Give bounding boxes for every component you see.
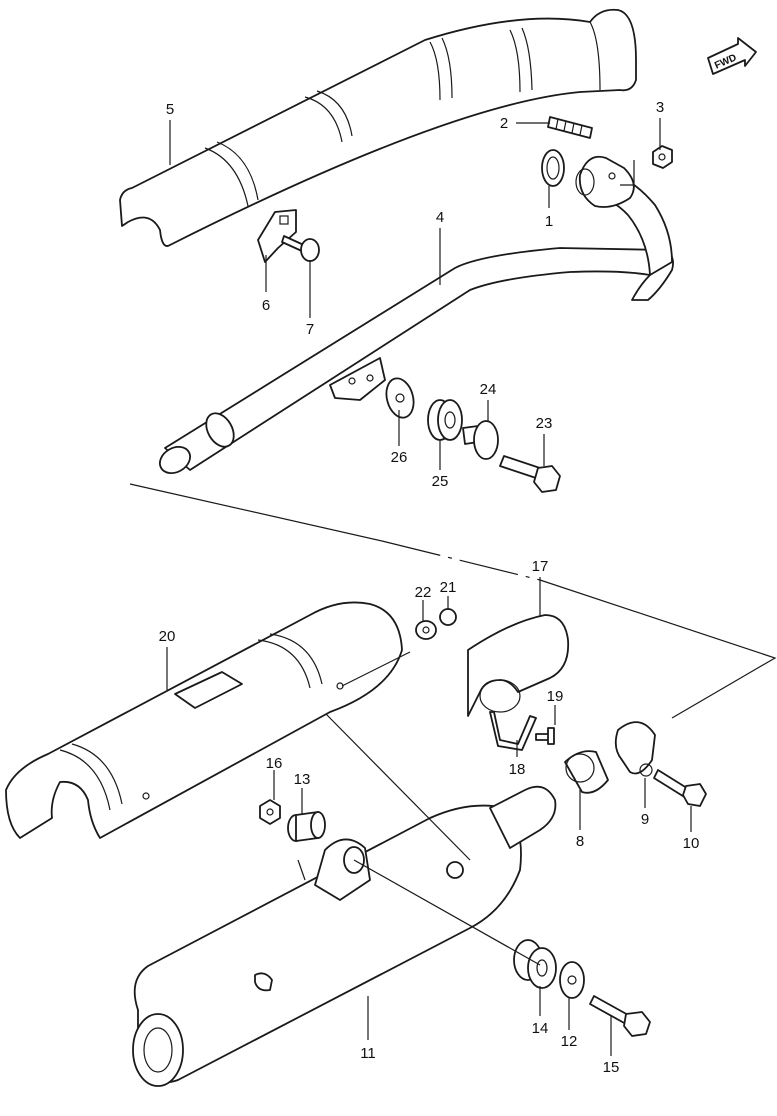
label-part-16: 16 bbox=[266, 755, 283, 772]
bolt-part-23 bbox=[499, 455, 561, 493]
leader-lines bbox=[166, 118, 692, 1056]
washer-part-26 bbox=[385, 377, 415, 419]
assembly-guide-lines bbox=[129, 483, 777, 719]
label-part-5: 5 bbox=[166, 101, 174, 118]
cover-part-17 bbox=[467, 614, 570, 717]
label-part-13: 13 bbox=[294, 771, 311, 788]
heat-shield-lower bbox=[5, 601, 411, 839]
label-part-6: 6 bbox=[262, 297, 270, 314]
screw-part-21 bbox=[439, 608, 457, 626]
label-part-18: 18 bbox=[509, 761, 526, 778]
grommet-part-14 bbox=[513, 939, 557, 989]
label-part-20: 20 bbox=[159, 628, 176, 645]
label-part-2: 2 bbox=[500, 115, 508, 132]
label-part-23: 23 bbox=[536, 415, 553, 432]
label-part-24: 24 bbox=[480, 381, 497, 398]
label-part-19: 19 bbox=[547, 688, 564, 705]
nut-part-3 bbox=[652, 145, 673, 169]
heat-shield-upper bbox=[119, 8, 637, 247]
label-part-25: 25 bbox=[432, 473, 449, 490]
label-part-15: 15 bbox=[603, 1059, 620, 1076]
label-part-7: 7 bbox=[306, 321, 314, 338]
gasket-part-1 bbox=[541, 149, 565, 187]
label-part-12: 12 bbox=[561, 1033, 578, 1050]
collar-part-24 bbox=[462, 420, 499, 460]
exhaust-pipe bbox=[159, 169, 674, 475]
screw-part-19 bbox=[535, 727, 555, 745]
label-part-11: 11 bbox=[360, 1045, 376, 1062]
bracket-part-6 bbox=[257, 209, 297, 263]
collar-part-13 bbox=[287, 811, 326, 842]
label-part-21: 21 bbox=[440, 579, 457, 596]
label-part-9: 9 bbox=[641, 811, 649, 828]
label-part-1: 1 bbox=[545, 213, 553, 230]
nut-part-16 bbox=[259, 799, 281, 825]
label-part-4: 4 bbox=[436, 209, 444, 226]
bolt-part-10 bbox=[653, 769, 707, 807]
label-part-26: 26 bbox=[391, 449, 408, 466]
fwd-arrow-icon: FWD bbox=[707, 37, 757, 75]
clamp-bracket-part-18 bbox=[489, 711, 537, 751]
sleeve-part-8 bbox=[564, 750, 609, 794]
stud-bolt-part-2 bbox=[547, 116, 593, 139]
label-part-17: 17 bbox=[532, 558, 549, 575]
label-part-3: 3 bbox=[656, 99, 664, 116]
label-part-8: 8 bbox=[576, 833, 584, 850]
bolt-part-15 bbox=[589, 995, 651, 1037]
label-part-10: 10 bbox=[683, 835, 700, 852]
clamp-part-9 bbox=[614, 721, 656, 777]
washer-part-12 bbox=[559, 961, 585, 999]
exhaust-flange bbox=[575, 155, 635, 208]
grommet-part-25 bbox=[427, 399, 463, 441]
washer-part-22 bbox=[415, 620, 437, 640]
part-labels: 5 2 3 1 4 6 7 24 23 26 25 17 21 22 20 19… bbox=[159, 99, 700, 1076]
muffler-part-11 bbox=[132, 785, 557, 1087]
connection-lines bbox=[325, 713, 541, 966]
label-part-14: 14 bbox=[532, 1020, 549, 1037]
screw-part-7 bbox=[281, 235, 320, 262]
label-part-22: 22 bbox=[415, 584, 432, 601]
